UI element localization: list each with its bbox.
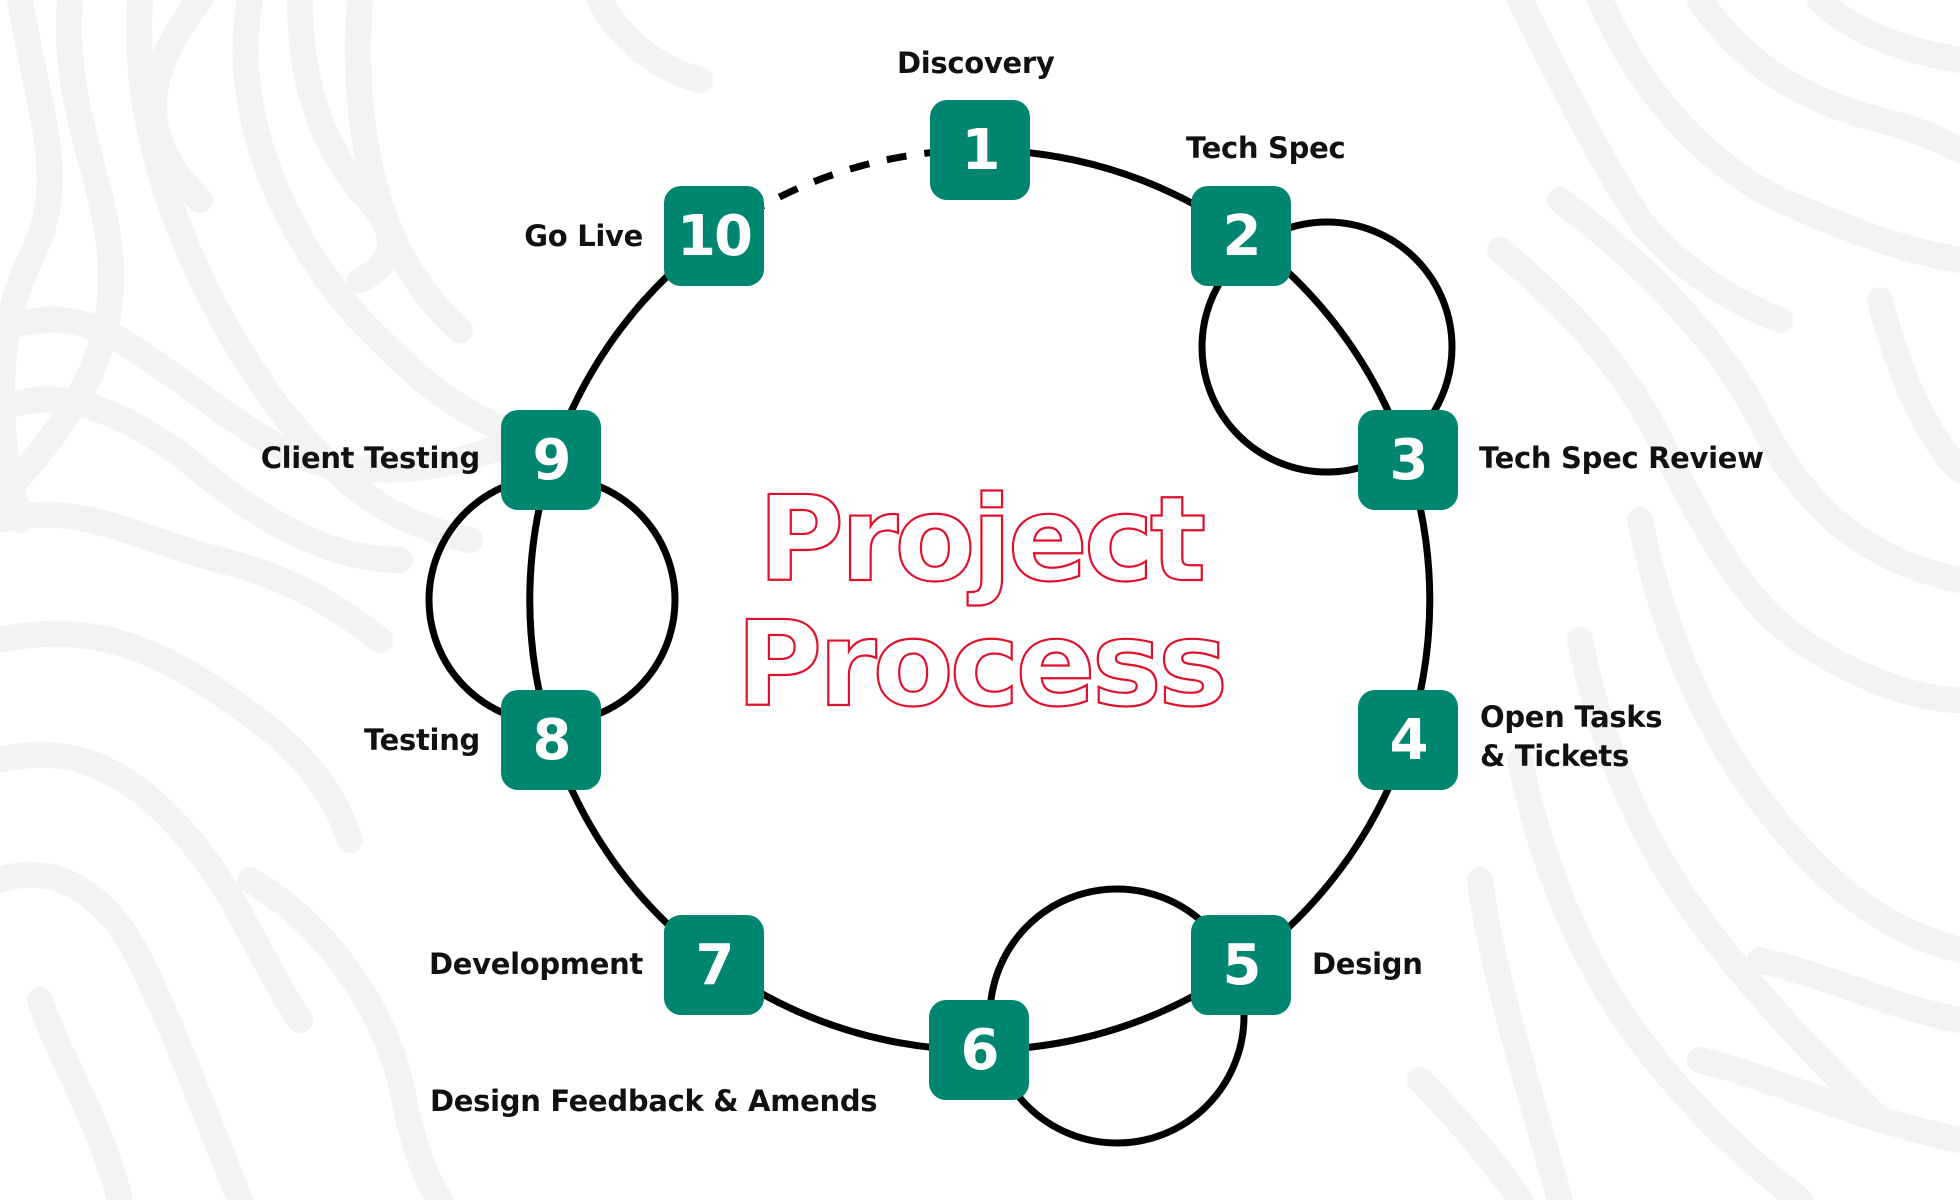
step-label-1: Discovery — [897, 46, 1055, 80]
step-label-2: Tech Spec — [1186, 131, 1346, 165]
step-label-8: Testing — [364, 723, 480, 757]
step-node-8: 8 — [501, 690, 601, 790]
step-label-3: Tech Spec Review — [1479, 441, 1764, 475]
step-label-4-line-1: Open Tasks — [1480, 700, 1663, 734]
step-node-1: 1 — [930, 100, 1030, 200]
step-number: 6 — [960, 1017, 1000, 1083]
step-node-4: 4 — [1358, 690, 1458, 790]
loop-8-9 — [425, 473, 679, 727]
step-label-4: Open Tasks & Tickets — [1480, 698, 1663, 776]
step-number: 4 — [1389, 707, 1429, 773]
step-label-9: Client Testing — [260, 441, 481, 475]
loop-2-3 — [1198, 218, 1456, 476]
main-ring-path — [526, 146, 1434, 1054]
step-node-6: 6 — [929, 1000, 1029, 1100]
step-label-4-line-2: & Tickets — [1480, 739, 1629, 773]
step-node-2: 2 — [1191, 186, 1291, 286]
step-number: 9 — [532, 427, 572, 493]
step-node-9: 9 — [501, 410, 601, 510]
step-number: 5 — [1222, 932, 1262, 998]
title-line-2: Process — [736, 595, 1224, 733]
step-node-3: 3 — [1358, 410, 1458, 510]
step-number: 10 — [677, 203, 753, 269]
step-label-7: Development — [428, 947, 643, 981]
step-number: 8 — [532, 707, 572, 773]
title-line-1: Project — [758, 470, 1204, 608]
step-number: 2 — [1222, 203, 1262, 269]
step-number: 7 — [695, 932, 735, 998]
step-number: 1 — [961, 117, 1001, 183]
step-node-7: 7 — [664, 915, 764, 1015]
step-node-10: 10 — [664, 186, 764, 286]
step-label-6: Design Feedback & Amends — [430, 1084, 878, 1118]
step-label-5: Design — [1312, 947, 1423, 981]
step-number: 3 — [1389, 427, 1429, 493]
step-node-5: 5 — [1191, 915, 1291, 1015]
step-label-10: Go Live — [524, 219, 643, 253]
